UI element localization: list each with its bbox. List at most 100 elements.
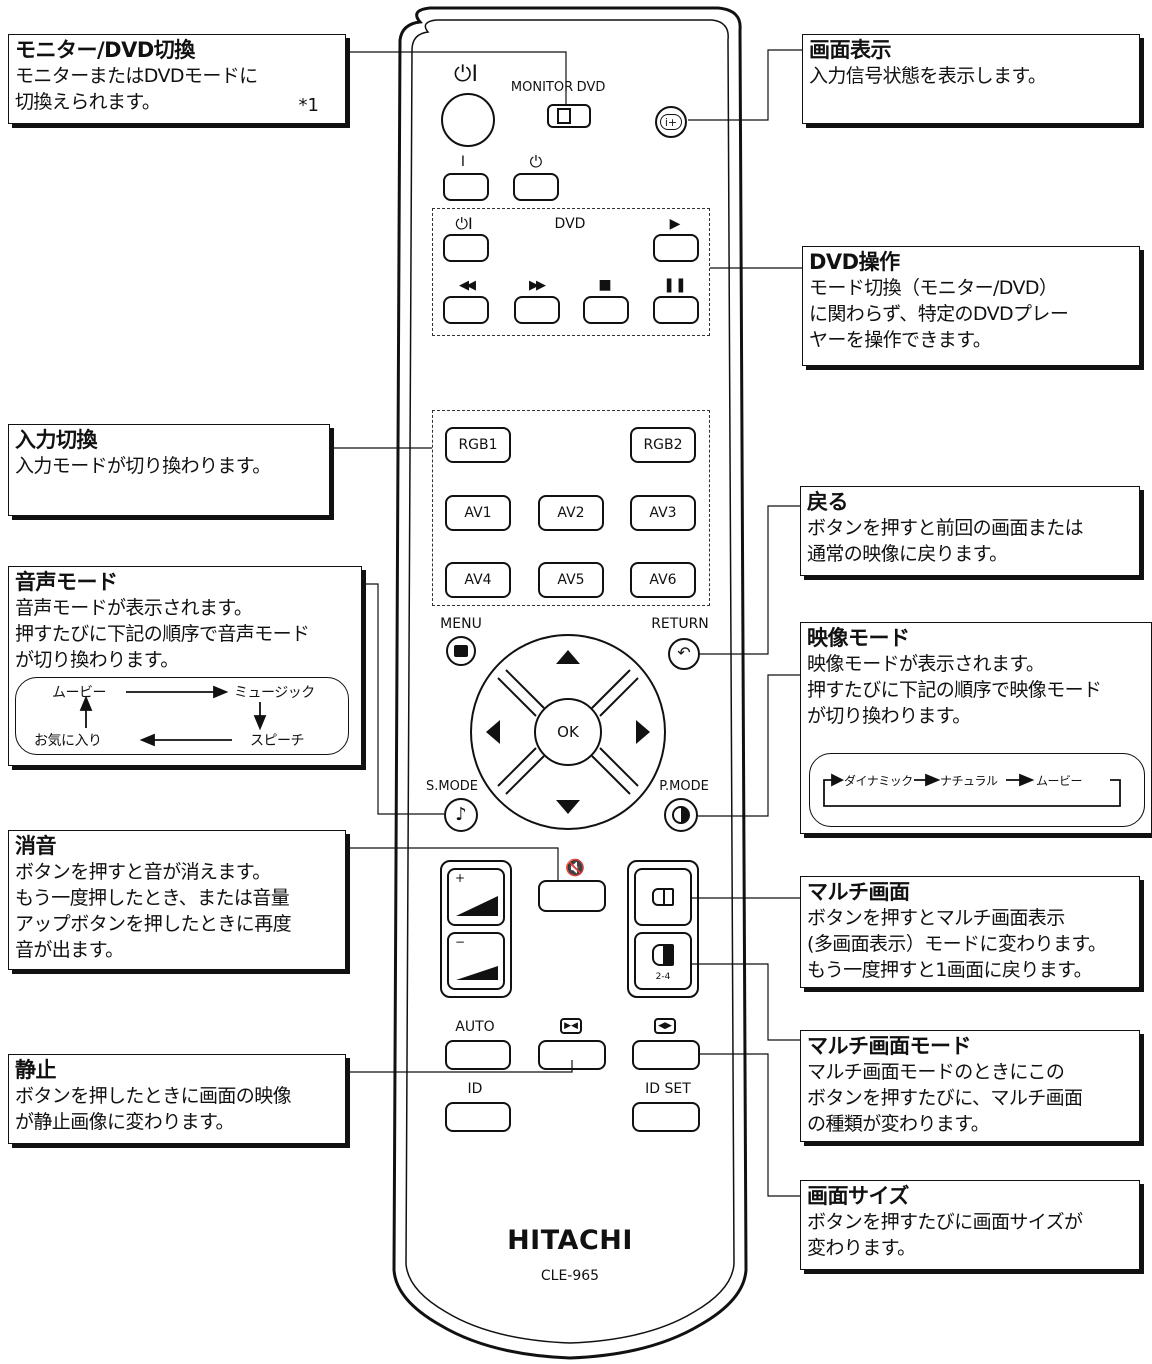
fast-forward-icon: ▶▶ [529, 277, 546, 293]
down-arrow-icon [556, 800, 580, 814]
callout-body: ボタンを押すと音が消えます。 もう一度押したとき、または音量 アップボタンを押し… [15, 861, 292, 961]
volume-ramp-icon [456, 966, 498, 980]
auto-label: AUTO [455, 1019, 495, 1035]
dvd-pause-button[interactable] [653, 296, 699, 324]
multi-mode-button[interactable]: 2-4 [634, 932, 692, 990]
callout-body: ボタンを押したときに画面の映像 が静止画像に変わります。 [15, 1085, 292, 1133]
volume-up-label: + [454, 871, 466, 885]
av3-button[interactable]: AV3 [630, 495, 696, 531]
callout-body: 入力モードが切り換わります。 [15, 455, 271, 477]
dvd-fast-forward-button[interactable] [514, 296, 560, 324]
callout-freeze: 静止 ボタンを押したときに画面の映像 が静止画像に変わります。 [8, 1054, 346, 1144]
volume-up-button[interactable]: + [447, 868, 505, 926]
callout-picture-mode: 映像モード 映像モードが表示されます。 押すたびに下記の順序で映像モード が切り… [800, 622, 1152, 834]
dvd-power-button[interactable] [443, 234, 489, 262]
menu-button[interactable] [446, 636, 476, 666]
av6-button[interactable]: AV6 [630, 562, 696, 598]
callout-dvd-ops: DVD操作 モード切換（モニター/DVD） に関わらず、特定のDVDプレー ヤー… [802, 246, 1140, 366]
callout-multi-mode: マルチ画面モード マルチ画面モードのときにこの ボタンを押すたびに、マルチ画面 … [800, 1030, 1140, 1142]
callout-title: 映像モード [807, 626, 910, 650]
callout-sound-mode: 音声モード 音声モードが表示されます。 押すたびに下記の順序で音声モード が切り… [8, 566, 362, 766]
cycle-item: ナチュラル [940, 774, 998, 788]
on-button[interactable] [443, 173, 489, 201]
multi-sub-label: 2-4 [655, 972, 671, 982]
callout-body: ボタンを押すたびに画面サイズが 変わります。 [807, 1211, 1083, 1259]
pmode-label: P.MODE [659, 778, 709, 794]
power-button[interactable] [441, 93, 495, 147]
menu-label: MENU [440, 616, 482, 632]
ok-button[interactable]: OK [557, 723, 579, 741]
id-set-label: ID SET [645, 1081, 691, 1097]
callout-title: 消音 [15, 834, 57, 858]
id-button[interactable] [445, 1102, 511, 1132]
av5-button[interactable]: AV5 [538, 562, 604, 598]
music-note-icon: ♪ [455, 804, 467, 825]
switch-label-dvd: DVD [576, 79, 606, 95]
cycle-item: ダイナミック [844, 774, 913, 788]
callout-body: 入力信号状態を表示します。 [809, 65, 1047, 87]
footnote-marker: *1 [298, 95, 319, 116]
pause-icon: ❚❚ [663, 277, 687, 293]
callout-monitor-dvd: モニター/DVD切換 モニターまたはDVDモードに 切換えられます。 *1 [8, 34, 346, 124]
standby-button[interactable] [513, 173, 559, 201]
cycle-item: ムービー [52, 685, 107, 701]
callout-title: モニター/DVD切換 [15, 38, 195, 62]
down-button[interactable] [540, 786, 596, 826]
av1-button[interactable]: AV1 [445, 495, 511, 531]
rewind-icon: ◀◀ [459, 277, 476, 293]
dvd-controls-group [432, 208, 710, 336]
sound-mode-button[interactable]: ♪ [444, 798, 478, 832]
screen-size-icon: ◀▶ [654, 1018, 676, 1034]
brand-logo: HITACHI [507, 1224, 633, 1256]
screen-size-button[interactable] [632, 1040, 700, 1070]
volume-down-label: − [454, 935, 466, 949]
callout-multi: マルチ画面 ボタンを押すとマルチ画面表示 (多画面表示）モードに変わります。 も… [800, 876, 1140, 988]
info-icon: i+ [660, 114, 682, 130]
freeze-button[interactable] [538, 1040, 606, 1070]
rgb1-button[interactable]: RGB1 [445, 427, 511, 463]
switch-label-monitor: MONITOR [510, 79, 574, 95]
callout-mute: 消音 ボタンを押すと音が消えます。 もう一度押したとき、または音量 アップボタン… [8, 830, 346, 970]
freeze-icon: ▶◀ [560, 1018, 582, 1034]
right-button[interactable] [620, 704, 660, 760]
direction-pad [470, 634, 666, 830]
rgb2-button[interactable]: RGB2 [630, 427, 696, 463]
callout-body: ボタンを押すとマルチ画面表示 (多画面表示）モードに変わります。 もう一度押すと… [807, 907, 1107, 981]
multi-rocker [627, 860, 699, 998]
auto-button[interactable] [445, 1040, 511, 1070]
id-label: ID [467, 1081, 483, 1097]
callout-title: 入力切換 [15, 428, 98, 452]
cycle-item: ミュージック [234, 685, 315, 701]
left-button[interactable] [476, 704, 516, 760]
multi-mode-icon [652, 944, 674, 966]
picture-mode-button[interactable] [664, 798, 698, 832]
dvd-stop-button[interactable] [583, 296, 629, 324]
up-button[interactable] [540, 640, 596, 680]
av2-button[interactable]: AV2 [538, 495, 604, 531]
sound-mode-cycle: ムービー ミュージック スピーチ お気に入り [15, 677, 349, 755]
model-number: CLE-965 [540, 1268, 600, 1284]
standby-symbol: ⏻ [529, 152, 543, 171]
multi-screen-button[interactable] [634, 868, 692, 926]
volume-down-button[interactable]: − [447, 932, 505, 990]
callout-body: 音声モードが表示されます。 押すたびに下記の順序で音声モード が切り換わります。 [15, 597, 310, 671]
return-button[interactable]: ↶ [668, 638, 700, 670]
callout-title: 音声モード [15, 570, 118, 594]
dvd-power-symbol: ⏻I [455, 214, 473, 233]
callout-body: モニターまたはDVDモードに 切換えられます。 [15, 65, 258, 113]
stop-icon: ■ [598, 277, 612, 293]
monitor-dvd-switch[interactable] [547, 104, 591, 128]
cycle-item: スピーチ [250, 733, 305, 749]
display-info-button[interactable]: i+ [655, 106, 687, 138]
av4-button[interactable]: AV4 [445, 562, 511, 598]
callout-title: 画面表示 [809, 38, 892, 62]
multi-screen-icon [652, 888, 674, 906]
play-icon: ▶ [669, 216, 681, 232]
id-set-button[interactable] [632, 1102, 700, 1132]
on-label: I [460, 154, 466, 170]
picture-mode-cycle: ダイナミック ナチュラル ムービー [809, 753, 1145, 827]
mute-button[interactable] [538, 880, 606, 912]
dvd-play-button[interactable] [653, 234, 699, 262]
dvd-rewind-button[interactable] [443, 296, 489, 324]
